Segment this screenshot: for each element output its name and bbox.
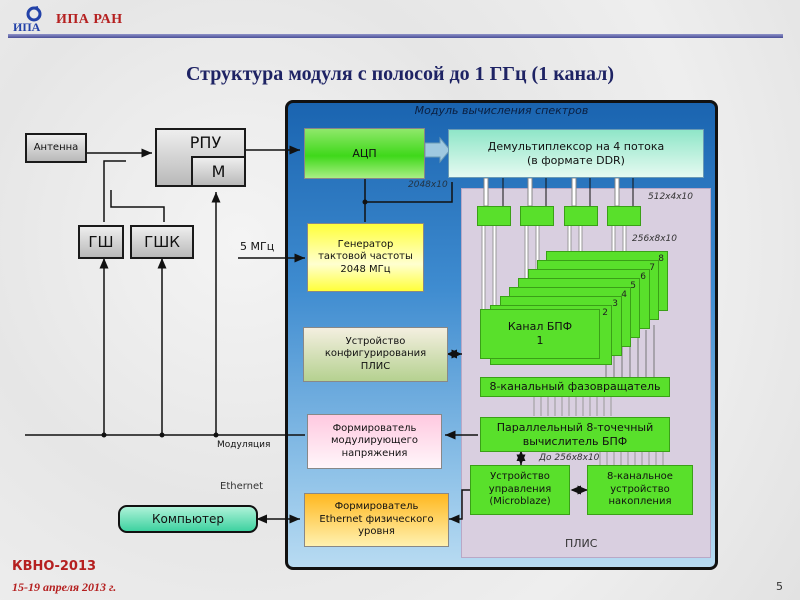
fft-channel-1: Канал БПФ 1 [480,309,600,359]
accum-label-3: накопления [608,496,672,508]
label-256x8x10: 256x8x10 [632,234,678,244]
control-label-1: Устройство [490,471,550,483]
accum-label-1: 8-канальное [607,471,673,483]
label-ethernet: Ethernet [220,481,264,492]
config-label-2: конфигурирования [324,348,427,360]
conference-name: КВНО-2013 [12,559,97,574]
label-5mhz: 5 МГц [240,240,275,253]
mixer-label: М [211,161,226,181]
control-unit-box: Устройство управления (Microblaze) [470,465,570,515]
fft-channel-number: 6 [640,272,646,282]
ipa-logo: ИПА [12,5,46,34]
switch-1 [477,206,511,226]
demux-label-2: (в формате DDR) [527,153,625,167]
config-label-3: ПЛИС [360,360,391,372]
switch-3 [564,206,598,226]
noise-generator-k-box: ГШК [130,225,194,259]
module-title: Модуль вычисления спектров [414,104,589,117]
noise-generator-box: ГШ [78,225,124,259]
slide-title: Структура модуля с полосой до 1 ГГц (1 к… [185,63,615,85]
modulator-label-2: модулирующего [330,435,418,447]
gshk-label: ГШК [144,232,180,251]
page-number: 5 [776,580,783,593]
fft-channel-number: 4 [621,290,627,300]
adc-box: АЦП [304,128,425,179]
accum-label-2: устройство [610,483,670,495]
fft-calc-label-2: вычислитель БПФ [522,434,628,448]
computer-label: Компьютер [152,511,224,526]
gsh-label: ГШ [88,232,114,251]
fft-channel-number: 5 [630,281,636,291]
fft-channel-number: 7 [649,263,655,273]
conference-dates: 15-19 апреля 2013 г. [12,580,117,594]
clock-gen-label-3: 2048 МГц [340,263,391,275]
modulator-label-1: Формирователь [332,422,417,434]
fpga-label: ПЛИС [565,537,598,550]
label-modulation: Модуляция [217,440,271,450]
fpga-config-box: Устройство конфигурирования ПЛИС [303,327,448,382]
antenna-box: Антенна [25,133,87,163]
fft-channel-label: Канал БПФ [507,320,573,334]
control-label-2: управления [488,483,552,495]
eth-phy-label-1: Формирователь [334,501,419,513]
label-upto-256x8x10: До 256x8x10 [539,453,600,463]
label-2048x10: 2048x10 [408,180,448,190]
fft-calculator-box: Параллельный 8-точечный вычислитель БПФ [480,417,670,452]
logo-text: ИПА [13,20,41,33]
clock-gen-label-2: тактовой частоты [318,251,413,263]
org-name: ИПА РАН [56,12,123,27]
clock-generator-box: Генератор тактовой частоты 2048 МГц [307,223,424,292]
phase-rotator-label: 8-канальный фазовращатель [489,380,661,394]
eth-phy-label-3: уровня [358,526,395,538]
adc-label: АЦП [352,146,377,160]
fft-channel-number: 2 [602,308,608,318]
eth-phy-label-2: Ethernet физического [319,513,434,525]
label-512x4x10: 512x4x10 [648,192,694,202]
fft-calc-label-1: Параллельный 8-точечный [496,420,654,434]
clock-gen-label-1: Генератор [337,238,394,250]
fft-channel-index: 1 [536,334,544,347]
modulator-box: Формирователь модулирующего напряжения [307,414,442,469]
config-label-1: Устройство [345,335,406,347]
demux-box: Демультиплексор на 4 потока (в формате D… [448,129,704,178]
rpu-label: РПУ [189,133,222,152]
fft-channel-number: 8 [658,254,664,264]
switch-4 [607,206,641,226]
modulator-label-3: напряжения [341,447,408,459]
control-label-3: (Microblaze) [489,496,551,508]
fft-channel-number: 3 [612,299,618,309]
phase-rotator-box: 8-канальный фазовращатель [480,377,670,397]
header-divider [8,34,783,38]
mixer-box: М [191,156,246,187]
ethernet-phy-box: Формирователь Ethernet физического уровн… [304,493,449,547]
antenna-label: Антенна [33,141,79,153]
computer-box: Компьютер [118,505,258,533]
switch-2 [520,206,554,226]
accumulator-box: 8-канальное устройство накопления [587,465,693,515]
demux-label-1: Демультиплексор на 4 потока [487,139,665,153]
